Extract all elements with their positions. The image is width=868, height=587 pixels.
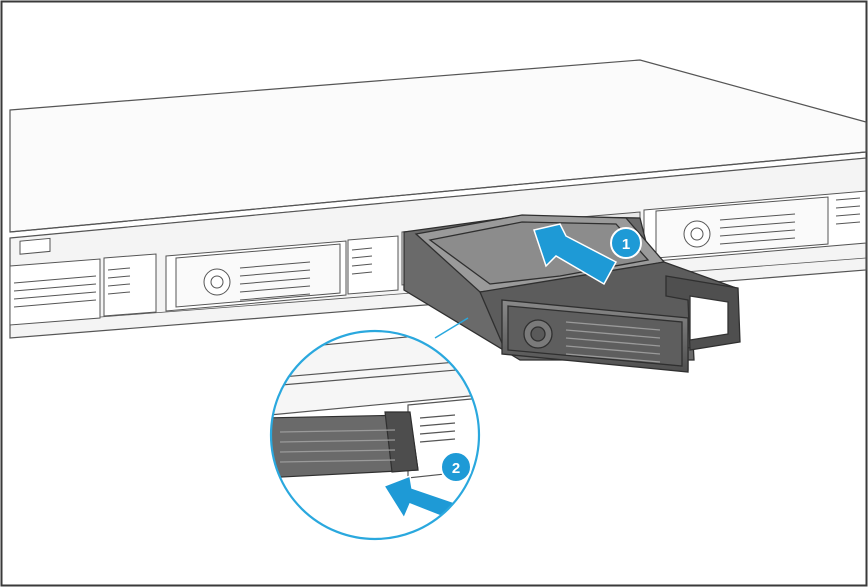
power-button (19, 237, 51, 255)
chassis-edge (9, 151, 867, 233)
step-1-label: 1 (622, 236, 630, 253)
drive-bay-1 (9, 253, 157, 326)
step-1-badge: 1 (610, 227, 642, 259)
step-2-label: 2 (452, 460, 460, 477)
magnifier-connector (434, 317, 469, 339)
drive-bay-2 (165, 235, 399, 312)
drive-bay-4 (643, 190, 867, 263)
magnifier-inset: 2 (269, 329, 481, 541)
chassis-top (9, 59, 867, 233)
step-badge-icon (610, 227, 642, 259)
step-2-badge: 2 (440, 451, 472, 483)
magnifier-ring (269, 329, 481, 541)
step-badge-icon (440, 451, 472, 483)
arrow-right-icon (533, 223, 618, 286)
